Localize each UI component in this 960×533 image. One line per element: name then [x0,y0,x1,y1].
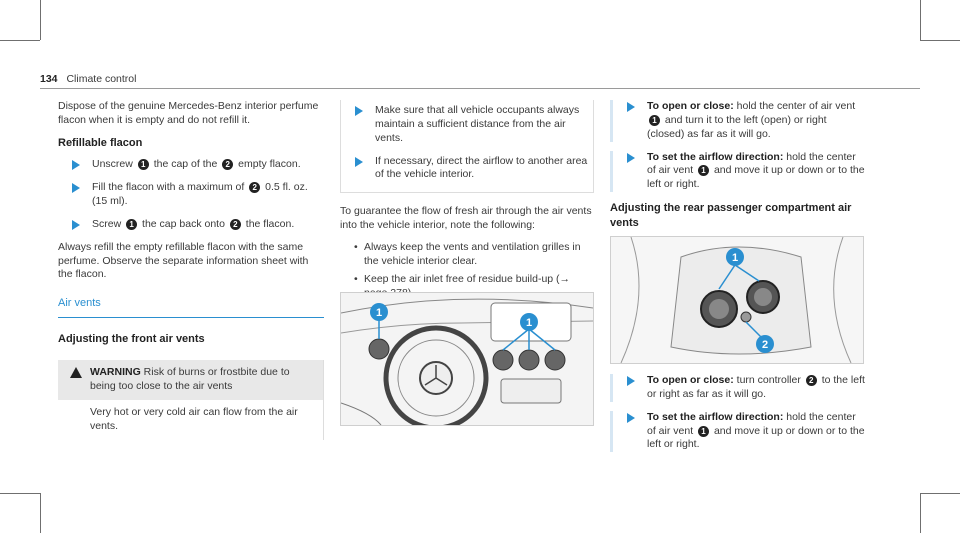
badge-1: 1 [698,425,710,437]
crop-mark [0,493,40,494]
step-open-close-rear: To open or close: turn controller 2 to t… [610,374,866,402]
warning-header: WARNING Risk of burns or frostbite due t… [58,360,323,400]
arrow-icon [627,412,635,423]
crop-mark [0,40,40,41]
arrow-icon [627,152,635,163]
step-unscrew: Unscrew 1 the cap of the 2 empty flacon. [58,158,324,172]
badge-1: 1 [698,165,710,177]
callout-1: 1 [376,307,382,319]
front-vents-title: Adjusting the front air vents [58,332,205,345]
column-left: Dispose of the genuine Mercedes-Benz int… [58,100,324,440]
dashboard-vents-illustration: 1 1 [340,292,594,426]
arrow-icon [72,160,80,171]
crop-mark [920,493,921,533]
step-keep-distance: Make sure that all vehicle occupants alw… [341,104,593,146]
badge-1: 1 [126,218,138,230]
warning-headline: Risk of burns or frostbite due to being … [90,366,290,393]
badge-2: 2 [249,182,261,194]
rear-vents-illustration: 1 2 [610,236,864,364]
list-item: Always keep the vents and ventilation gr… [354,241,594,269]
header-divider [40,88,920,89]
section-name: Climate control [66,73,137,85]
callout-1: 1 [526,317,532,329]
crop-mark [920,493,960,494]
step-airflow-front: To set the airflow direction: hold the c… [610,150,866,193]
crop-mark [40,0,41,40]
column-middle: Make sure that all vehicle occupants alw… [340,100,594,312]
badge-2: 2 [229,218,241,230]
arrow-icon [355,106,363,116]
rear-vents-drawing: 1 2 [611,237,863,363]
warning-label: WARNING [90,366,141,379]
guarantee-text: To guarantee the flow of fresh air throu… [340,205,592,232]
closing-text: Always refill the empty refillable flaco… [58,240,309,281]
arrow-icon [355,156,363,167]
crop-mark [40,493,41,533]
dashboard-drawing: 1 1 [341,293,593,425]
rear-vents-title: Adjusting the rear passenger compartment… [610,202,852,229]
badge-1: 1 [649,114,660,126]
callout-1: 1 [732,252,738,264]
column-right: To open or close: hold the center of air… [610,100,866,238]
arrow-icon [72,183,80,194]
step-fill: Fill the flacon with a maximum of 2 0.5 … [58,181,324,209]
badge-2: 2 [222,159,234,171]
step-airflow-rear: To set the airflow direction: hold the c… [610,410,866,453]
warning-icon [70,367,82,379]
warning-box: WARNING Risk of burns or frostbite due t… [58,360,324,440]
arrow-icon [72,219,80,230]
warning-continued-box: Make sure that all vehicle occupants alw… [340,100,594,194]
callout-2: 2 [762,339,768,351]
column-right-bottom: To open or close: turn controller 2 to t… [610,374,866,461]
crop-mark [920,0,921,40]
warning-body: Very hot or very cold air can flow from … [90,406,298,432]
badge-2: 2 [805,375,817,386]
step-redirect-airflow: If necessary, direct the airflow to anot… [341,155,593,183]
badge-1: 1 [137,159,149,171]
intro-text: Dispose of the genuine Mercedes-Benz int… [58,100,319,126]
refillable-title: Refillable flacon [58,136,143,149]
step-open-close-front: To open or close: hold the center of air… [610,100,866,142]
step-screw: Screw 1 the cap back onto 2 the flacon. [58,218,324,232]
arrow-icon [627,102,635,112]
air-vents-heading: Air vents [58,296,324,318]
page-number: 134 [40,73,58,85]
arrow-icon [627,376,635,386]
crop-mark [920,40,960,41]
page-header: 134 Climate control [40,73,136,87]
